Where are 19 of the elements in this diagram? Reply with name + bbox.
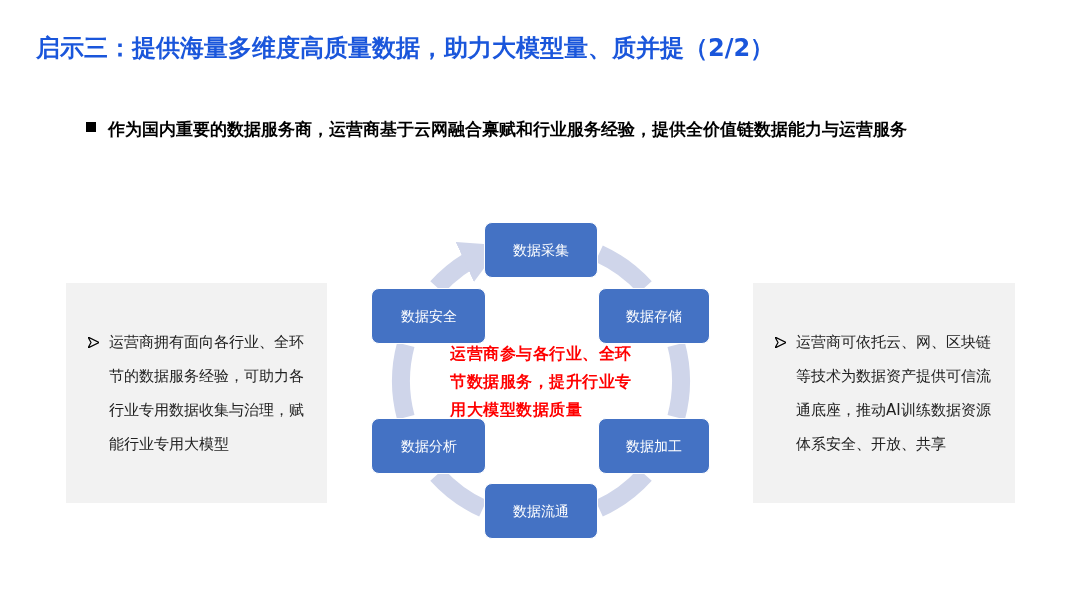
process-box (598, 418, 710, 474)
bullet-text: 作为国内重要的数据服务商，运营商基于云网融合禀赋和行业服务经验，提供全价值链数据能力与运营服务 (108, 118, 908, 141)
box-label: 数据采集 (513, 240, 569, 260)
slide-title: 启示三：提供海量多维度高质量数据，助力大模型量、质并提（2/2） (36, 33, 775, 64)
panel-text: 运营商可依托云、网、区块链等技术为数据资产提供可信流通底座，推动AI训练数据资源体系安全、开放、共享 (796, 332, 992, 455)
info-panel (66, 283, 327, 503)
center-text: 运营商参与各行业、全环节数据服务，提升行业专用大模型数据质量 (450, 344, 633, 421)
process-box (598, 288, 710, 344)
info-panel (753, 283, 1015, 503)
panel-text: 运营商拥有面向各行业、全环节的数据服务经验，可助力各行业专用数据收集与治理，赋能行业专用大模型 (109, 332, 305, 455)
box-label: 数据加工 (626, 436, 682, 456)
process-box (371, 288, 486, 344)
box-label: 数据存储 (626, 306, 682, 326)
process-box (484, 483, 598, 539)
process-box (484, 222, 598, 278)
process-box (371, 418, 486, 474)
box-label: 数据安全 (400, 306, 457, 326)
box-label: 数据分析 (400, 436, 457, 456)
box-label: 数据流通 (513, 501, 569, 521)
